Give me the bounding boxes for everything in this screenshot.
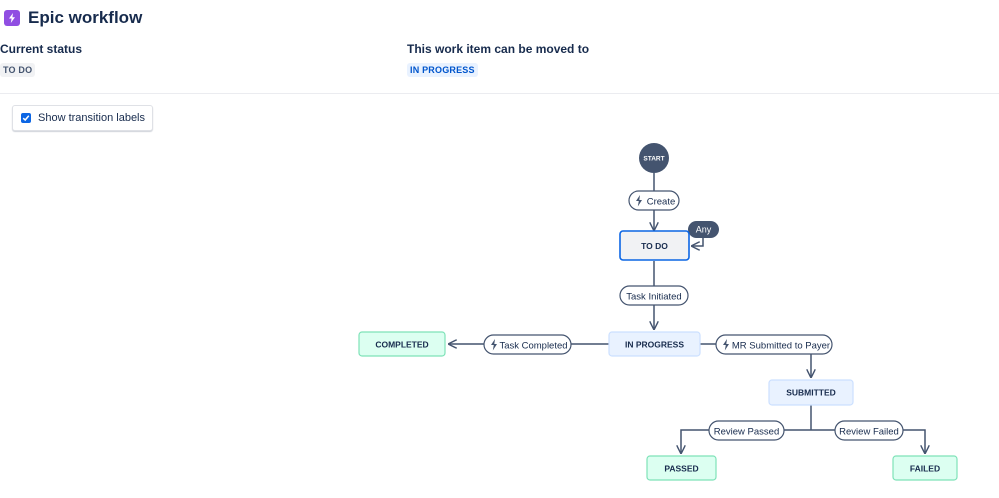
transition-any-label: Any <box>696 225 712 235</box>
transition-mr-submitted[interactable]: MR Submitted to Payer <box>715 334 833 355</box>
transition-any[interactable]: Any <box>688 221 719 238</box>
status-todo-label: TO DO <box>641 241 668 251</box>
transition-create-label: Create <box>647 197 676 208</box>
lightning-icon <box>4 10 20 26</box>
status-in-progress-label: IN PROGRESS <box>625 340 684 350</box>
status-failed-label: FAILED <box>910 464 940 474</box>
transition-create[interactable]: Create <box>628 190 680 211</box>
page-title: Epic workflow <box>28 8 143 27</box>
status-passed-label: PASSED <box>664 464 698 474</box>
status-completed-label: COMPLETED <box>375 340 428 350</box>
status-submitted-label: SUBMITTED <box>786 388 836 398</box>
status-failed[interactable]: FAILED <box>892 455 958 481</box>
next-status-label: This work item can be moved to <box>407 42 590 56</box>
start-node-label: START <box>643 156 664 163</box>
transition-review-passed-label: Review Passed <box>714 427 779 438</box>
lightning-icon <box>723 339 729 351</box>
transition-task-initiated-label: Task Initiated <box>626 292 681 303</box>
edge-any-todo <box>692 238 704 246</box>
transition-mr-submitted-label: MR Submitted to Payer <box>732 341 830 352</box>
current-status-label: Current status <box>0 42 83 56</box>
next-status-lozenge[interactable]: IN PROGRESS <box>407 63 478 77</box>
status-completed[interactable]: COMPLETED <box>358 331 446 357</box>
transition-task-initiated[interactable]: Task Initiated <box>619 285 689 306</box>
status-passed[interactable]: PASSED <box>646 455 717 481</box>
transition-review-failed-label: Review Failed <box>839 427 899 438</box>
status-todo[interactable]: TO DO <box>619 230 690 261</box>
transition-review-passed[interactable]: Review Passed <box>708 420 785 441</box>
start-node <box>639 143 669 173</box>
status-in-progress[interactable]: IN PROGRESS <box>608 331 701 357</box>
current-status-lozenge: TO DO <box>0 63 36 77</box>
lightning-icon <box>636 195 642 207</box>
checkbox-checked-icon[interactable] <box>21 113 31 123</box>
show-transition-labels-text: Show transition labels <box>38 112 146 124</box>
page-header: Epic workflow <box>4 8 142 28</box>
transition-review-failed[interactable]: Review Failed <box>834 420 904 441</box>
header-divider <box>0 93 999 94</box>
transition-task-completed-label: Task Completed <box>499 341 567 352</box>
show-transition-labels-toggle[interactable]: Show transition labels <box>12 105 154 131</box>
lightning-icon <box>491 339 497 351</box>
status-submitted[interactable]: SUBMITTED <box>768 379 854 406</box>
transition-task-completed[interactable]: Task Completed <box>483 334 572 355</box>
